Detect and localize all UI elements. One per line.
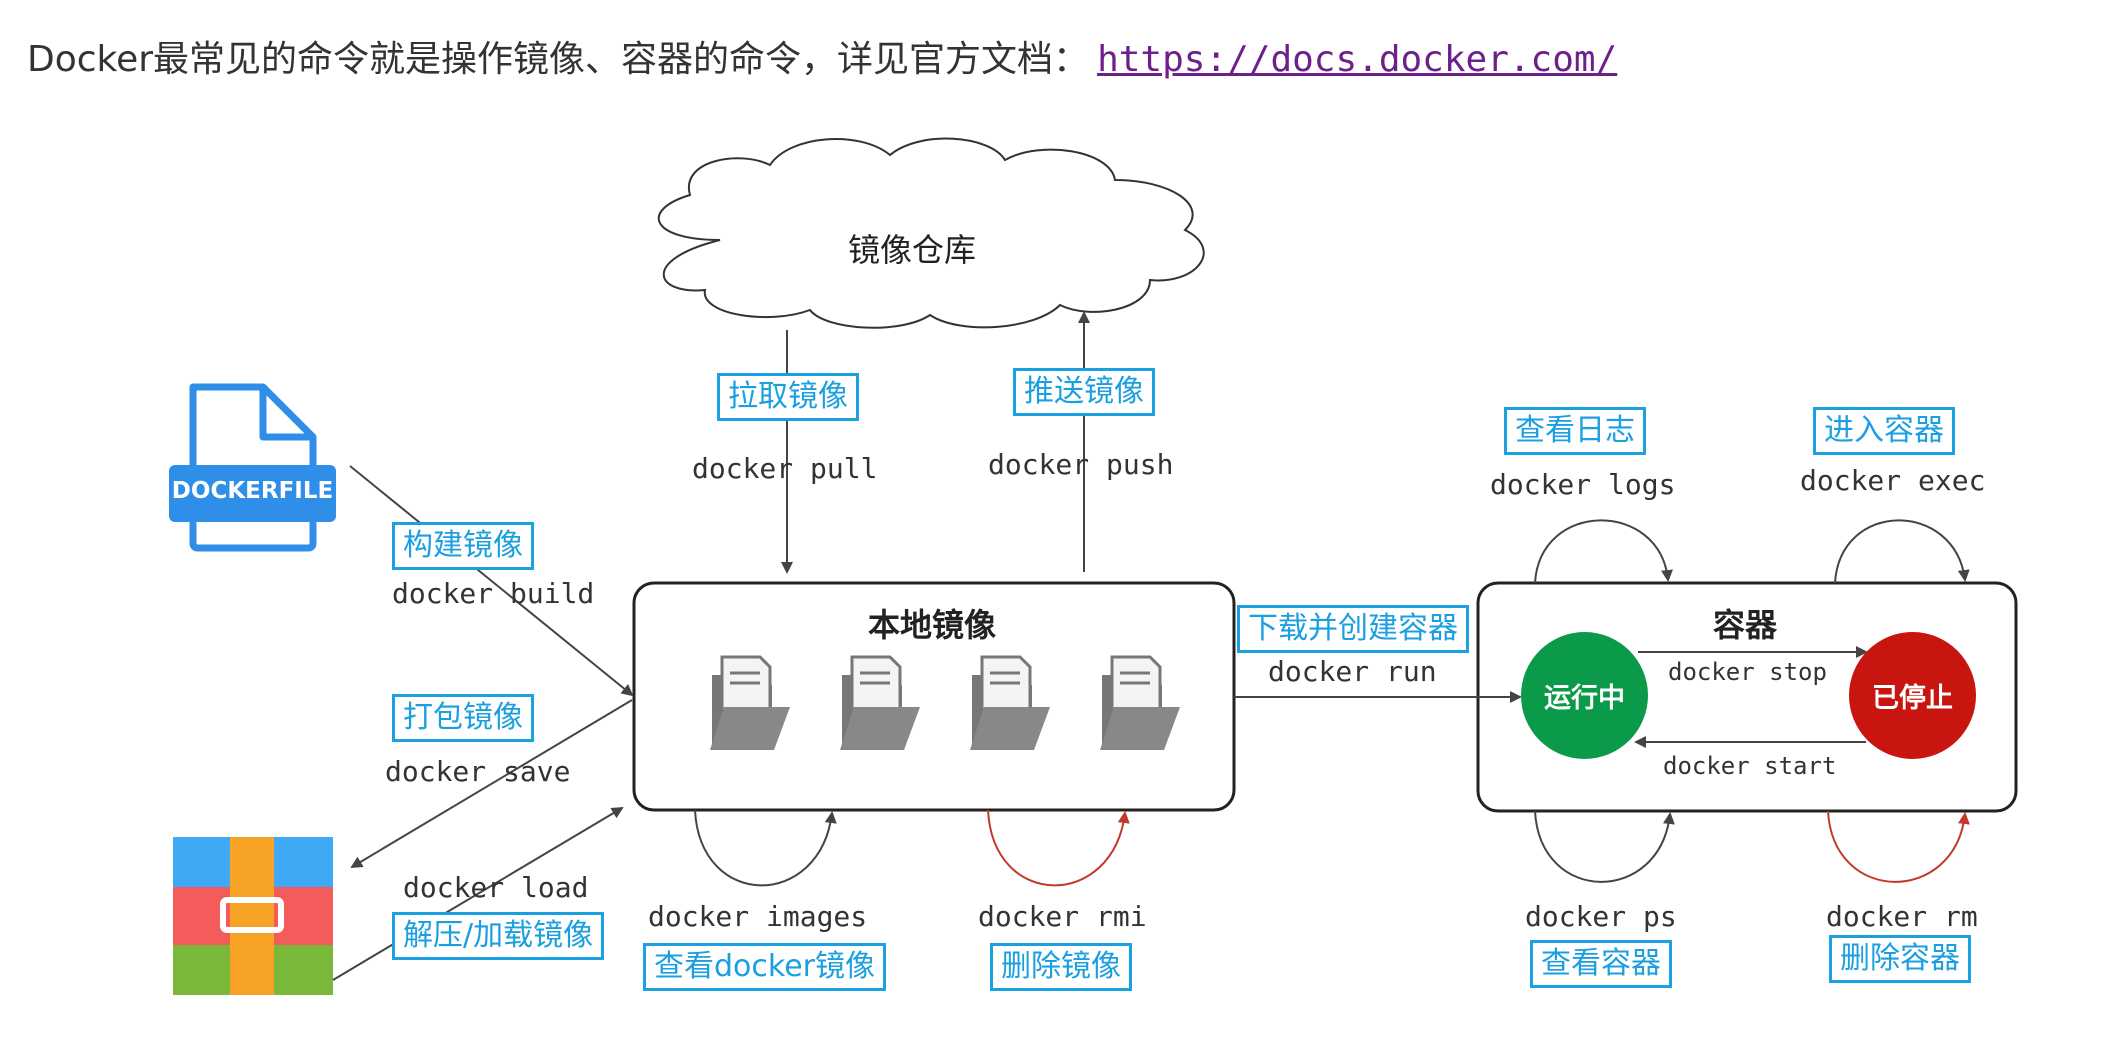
label-logs: 查看日志 — [1504, 407, 1646, 455]
rmi-loop — [987, 809, 1130, 887]
cmd-rm: docker rm — [1826, 900, 1978, 933]
intro-text: Docker最常见的命令就是操作镜像、容器的命令，详见官方文档： — [27, 39, 1090, 80]
label-save: 打包镜像 — [392, 694, 534, 742]
label-ps: 查看容器 — [1530, 940, 1672, 988]
image-folder-icons — [710, 655, 1180, 750]
cmd-rmi: docker rmi — [978, 900, 1147, 933]
cmd-run: docker run — [1268, 655, 1437, 688]
save-arrow — [350, 699, 633, 869]
cmd-start: docker start — [1663, 752, 1837, 780]
cmd-save: docker save — [385, 755, 571, 788]
label-exec: 进入容器 — [1813, 407, 1955, 455]
cmd-logs: docker logs — [1490, 468, 1676, 501]
folder-icon — [710, 655, 790, 750]
running-state: 运行中 — [1521, 632, 1648, 759]
cmd-push: docker push — [988, 448, 1174, 481]
registry-cloud — [657, 137, 1205, 329]
stopped-state: 已停止 — [1849, 632, 1976, 759]
label-load: 解压/加载镜像 — [392, 912, 605, 960]
folder-icon — [840, 655, 920, 750]
label-rm: 删除容器 — [1829, 935, 1971, 983]
load-arrow — [332, 806, 624, 981]
cmd-pull: docker pull — [692, 452, 878, 485]
cmd-build: docker build — [392, 577, 595, 610]
build-arrow — [349, 465, 634, 697]
label-build: 构建镜像 — [392, 522, 534, 570]
local-images-title: 本地镜像 — [868, 606, 997, 644]
containers-title: 容器 — [1713, 606, 1778, 644]
cmd-stop: docker stop — [1668, 658, 1827, 686]
intro-line: Docker最常见的命令就是操作镜像、容器的命令，详见官方文档：https://… — [27, 30, 1617, 82]
folder-icon — [970, 655, 1050, 750]
label-run: 下载并创建容器 — [1237, 605, 1469, 653]
cmd-exec: docker exec — [1800, 464, 1986, 497]
cmd-ps: docker ps — [1525, 900, 1677, 933]
label-push: 推送镜像 — [1013, 368, 1155, 416]
dockerfile-icon — [169, 383, 336, 552]
images-loop — [694, 809, 837, 887]
docs-link[interactable]: https://docs.docker.com/ — [1097, 39, 1618, 80]
dockerfile-label: DOCKERFILE — [171, 478, 334, 504]
archive-icon — [173, 837, 333, 995]
rm-loop — [1827, 810, 1970, 883]
logs-loop — [1534, 519, 1673, 584]
ps-loop — [1534, 810, 1675, 883]
folder-icon — [1100, 655, 1180, 750]
label-images: 查看docker镜像 — [643, 943, 886, 991]
cmd-images: docker images — [648, 900, 868, 933]
registry-title: 镜像仓库 — [848, 231, 977, 269]
label-pull: 拉取镜像 — [717, 373, 859, 421]
exec-loop — [1834, 519, 1970, 584]
cmd-load: docker load — [403, 871, 589, 904]
label-rmi: 删除镜像 — [990, 943, 1132, 991]
